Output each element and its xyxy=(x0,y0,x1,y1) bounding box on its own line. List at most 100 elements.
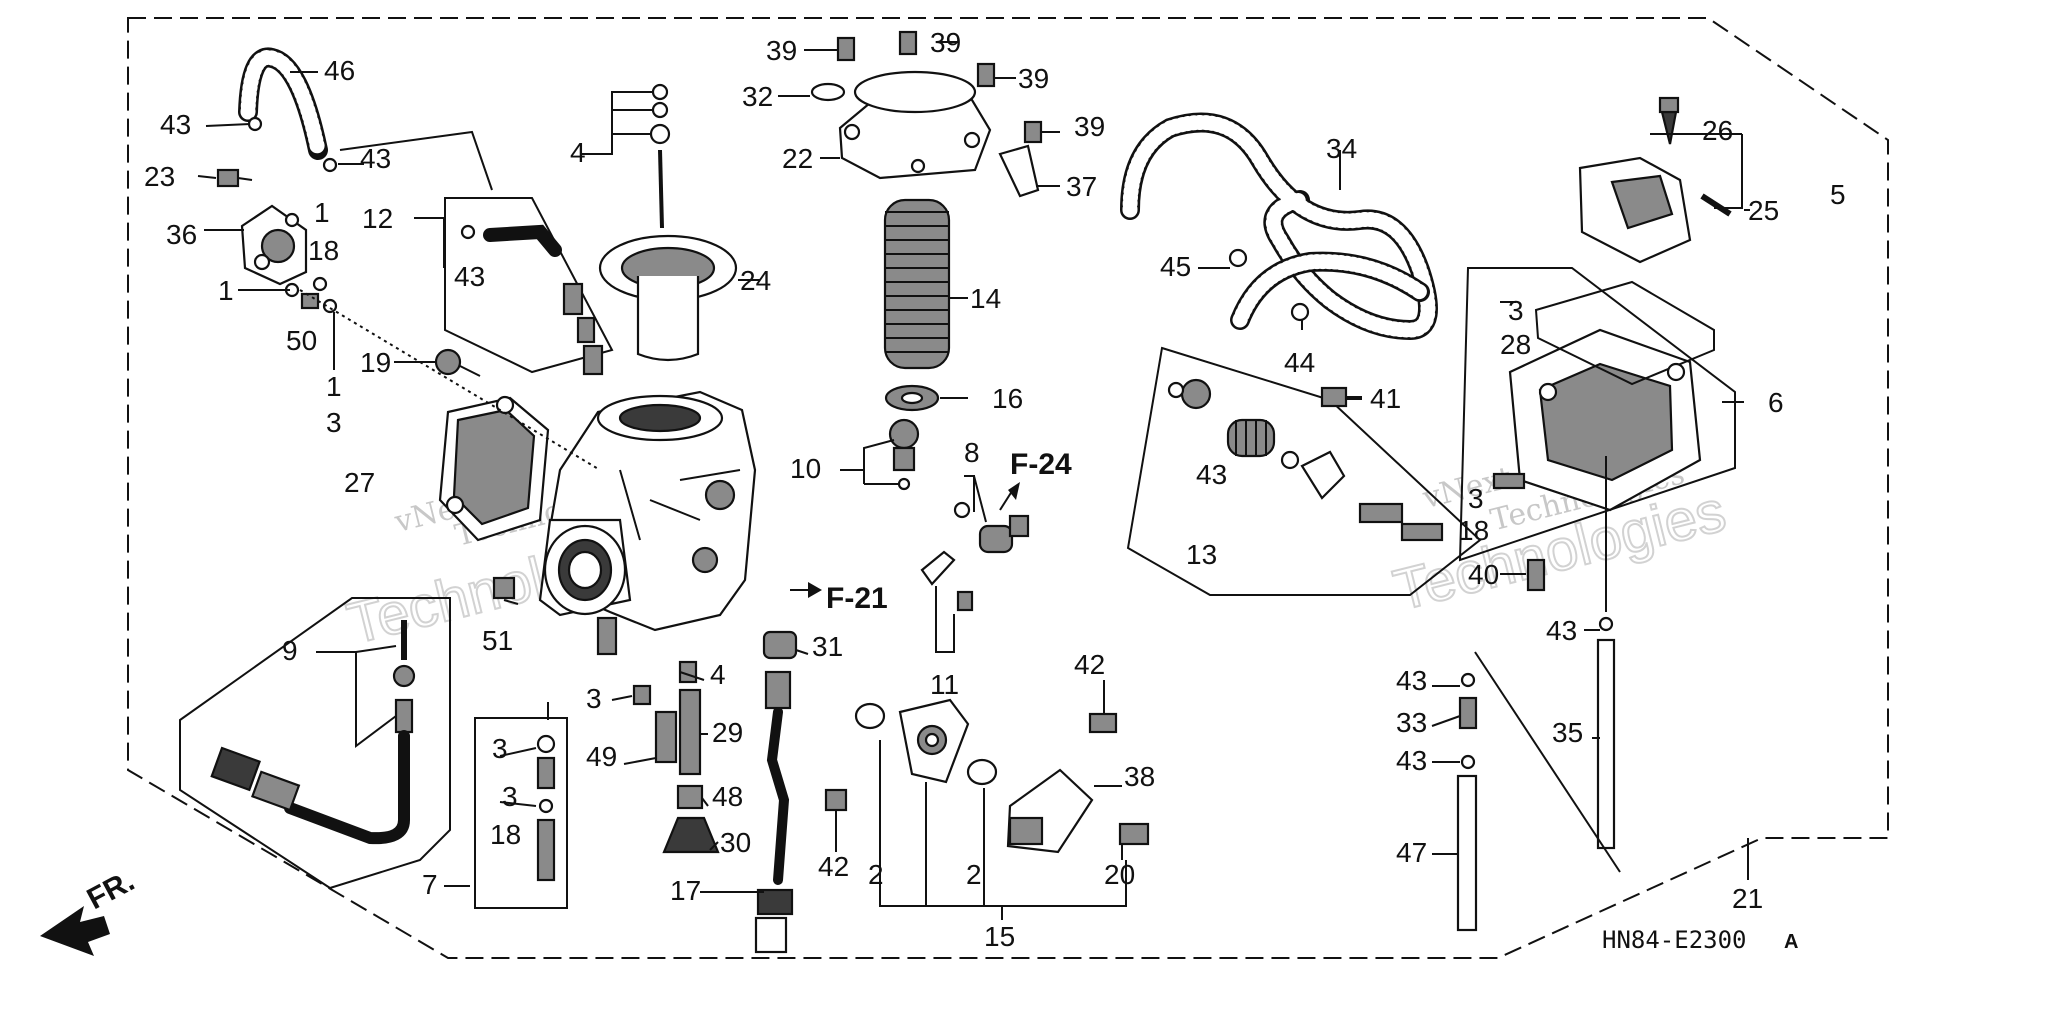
group-7-outline xyxy=(474,717,568,909)
diagram-code: HN84-E2300 xyxy=(1602,926,1747,954)
screw-40 xyxy=(1526,558,1546,592)
small-parts-1-18-50 xyxy=(284,276,338,314)
tube-35 xyxy=(1596,456,1616,850)
cable-9 xyxy=(210,620,416,845)
jet-10 xyxy=(888,418,920,491)
callout-16: 16 xyxy=(992,383,1023,414)
fitting-33 xyxy=(1458,672,1478,770)
callout-21: 21 xyxy=(1732,883,1763,914)
seat-16 xyxy=(884,384,940,412)
callout-51: 51 xyxy=(482,625,513,656)
part-30 xyxy=(662,816,720,854)
callout-18: 18 xyxy=(308,235,339,266)
callout-37: 37 xyxy=(1066,171,1097,202)
callout-1: 1 xyxy=(326,371,342,402)
guide-36 xyxy=(299,289,601,471)
bracket-37 xyxy=(998,144,1040,198)
spring-14 xyxy=(883,198,951,370)
callout-9: 9 xyxy=(282,635,298,666)
parts-13 xyxy=(1167,378,1444,542)
callout-43: 43 xyxy=(360,143,391,174)
callout-22: 22 xyxy=(782,143,813,174)
callout-36: 36 xyxy=(166,219,197,250)
f24-arrow xyxy=(1008,482,1020,500)
diagram-code-suffix: A xyxy=(1784,931,1798,953)
callout-labels: 46 43 43 23 36 1 18 1 50 1 3 12 43 19 4 … xyxy=(144,27,1846,952)
callout-25: 25 xyxy=(1748,195,1779,226)
screw-49 xyxy=(654,710,678,764)
callout-17: 17 xyxy=(670,875,701,906)
screw-51 xyxy=(492,576,516,600)
callout-41: 41 xyxy=(1370,383,1401,414)
sensor-17 xyxy=(754,670,794,954)
callout-28: 28 xyxy=(1500,329,1531,360)
screw-29 xyxy=(678,688,702,776)
callout-1: 1 xyxy=(314,197,330,228)
callout-42: 42 xyxy=(818,851,849,882)
o-ring-2b xyxy=(966,758,998,786)
callout-4: 4 xyxy=(710,659,726,690)
callout-32: 32 xyxy=(742,81,773,112)
callout-44: 44 xyxy=(1284,347,1315,378)
callout-5: 5 xyxy=(1830,179,1846,210)
screw-42b xyxy=(824,788,848,812)
leader-lines xyxy=(197,41,1750,920)
callout-3: 3 xyxy=(502,781,518,812)
top-cover-22 xyxy=(838,70,992,180)
callout-19: 19 xyxy=(360,347,391,378)
callout-4: 4 xyxy=(570,137,586,168)
callout-43: 43 xyxy=(1196,459,1227,490)
callout-12: 12 xyxy=(362,203,393,234)
assembly-boundary xyxy=(127,17,1889,959)
parts-12 xyxy=(460,224,604,376)
callout-1: 1 xyxy=(218,275,234,306)
callout-33: 33 xyxy=(1396,707,1427,738)
screw-23 xyxy=(216,168,253,188)
callout-39: 39 xyxy=(766,35,797,66)
callout-46: 46 xyxy=(324,55,355,86)
guide-21-inner xyxy=(1474,651,1621,873)
callout-47: 47 xyxy=(1396,837,1427,868)
callout-3: 3 xyxy=(492,733,508,764)
callout-8: 8 xyxy=(964,437,980,468)
group-9-outline xyxy=(179,597,451,890)
parts-7 xyxy=(536,734,556,882)
callout-10: 10 xyxy=(790,453,821,484)
screw-18-3-right xyxy=(1492,472,1526,490)
cover-36 xyxy=(240,204,308,286)
callout-39: 39 xyxy=(1074,111,1105,142)
screw-19 xyxy=(434,348,481,377)
piston-24 xyxy=(598,234,738,362)
callout-43: 43 xyxy=(1396,745,1427,776)
callout-49: 49 xyxy=(586,741,617,772)
reference-f21: F-21 xyxy=(826,582,888,615)
callout-11: 11 xyxy=(930,669,959,700)
part-11 xyxy=(920,550,974,612)
o-ring-2a xyxy=(854,702,886,730)
callout-35: 35 xyxy=(1552,717,1583,748)
screw-42a xyxy=(1088,712,1118,734)
needle-4 xyxy=(649,83,671,229)
callout-45: 45 xyxy=(1160,251,1191,282)
callout-15: 15 xyxy=(984,921,1015,952)
callout-2: 2 xyxy=(868,859,884,890)
carburetor-body xyxy=(538,390,757,656)
front-label: FR. xyxy=(82,864,140,916)
callout-43: 43 xyxy=(160,109,191,140)
callout-24: 24 xyxy=(740,265,771,296)
callout-3: 3 xyxy=(326,407,342,438)
callout-39: 39 xyxy=(1018,63,1049,94)
callout-23: 23 xyxy=(144,161,175,192)
callout-27: 27 xyxy=(344,467,375,498)
sensor-holder-15 xyxy=(898,698,970,784)
callout-29: 29 xyxy=(712,717,743,748)
callout-38: 38 xyxy=(1124,761,1155,792)
group-12-bracket xyxy=(339,130,493,191)
group-6-outline xyxy=(1458,267,1736,562)
callout-26: 26 xyxy=(1702,115,1733,146)
part-8 xyxy=(953,501,1030,554)
callout-39: 39 xyxy=(930,27,961,58)
callout-13: 13 xyxy=(1186,539,1217,570)
callout-43: 43 xyxy=(1546,615,1577,646)
screws-39 xyxy=(810,30,1043,144)
